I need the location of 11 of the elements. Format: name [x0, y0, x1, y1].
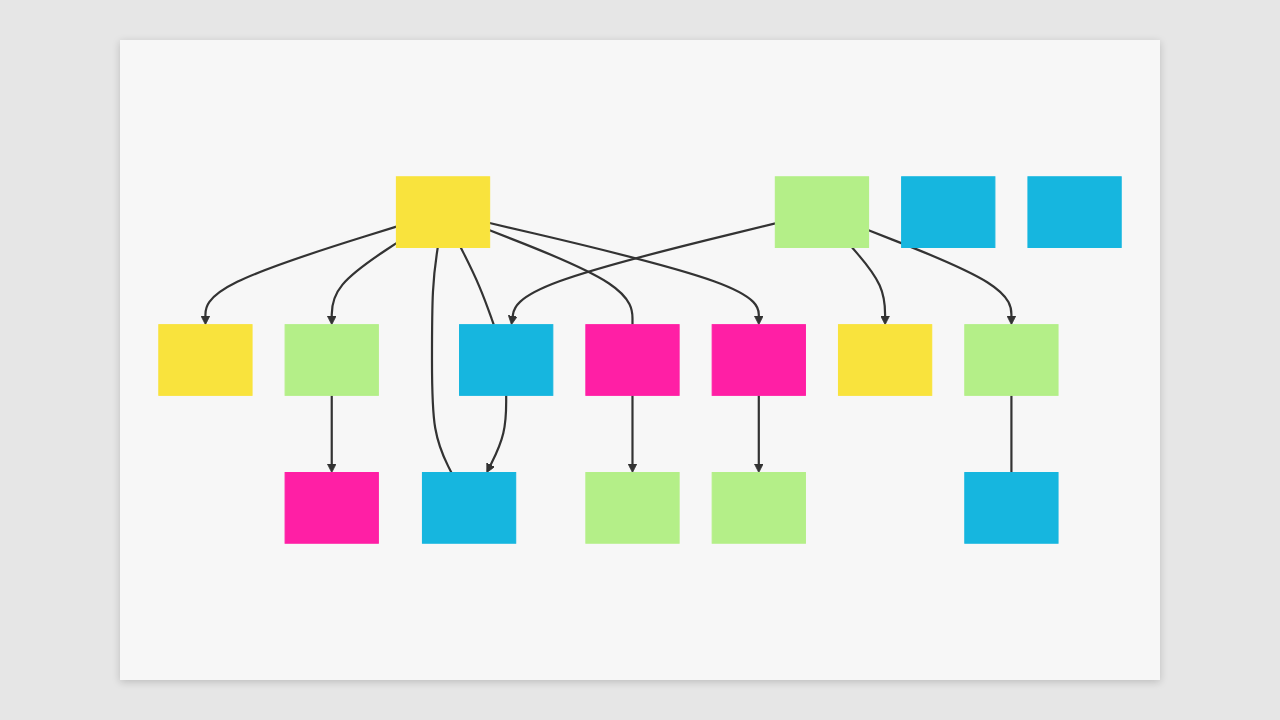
arrow — [326, 395, 337, 473]
connector — [430, 247, 453, 474]
arrow — [200, 225, 397, 326]
arrow — [851, 246, 890, 326]
arrow — [753, 395, 764, 473]
connector — [459, 246, 495, 326]
arrow — [868, 229, 1017, 326]
arrow — [627, 395, 638, 473]
connector — [489, 229, 634, 325]
arrow — [486, 395, 508, 473]
connector — [1010, 395, 1013, 473]
